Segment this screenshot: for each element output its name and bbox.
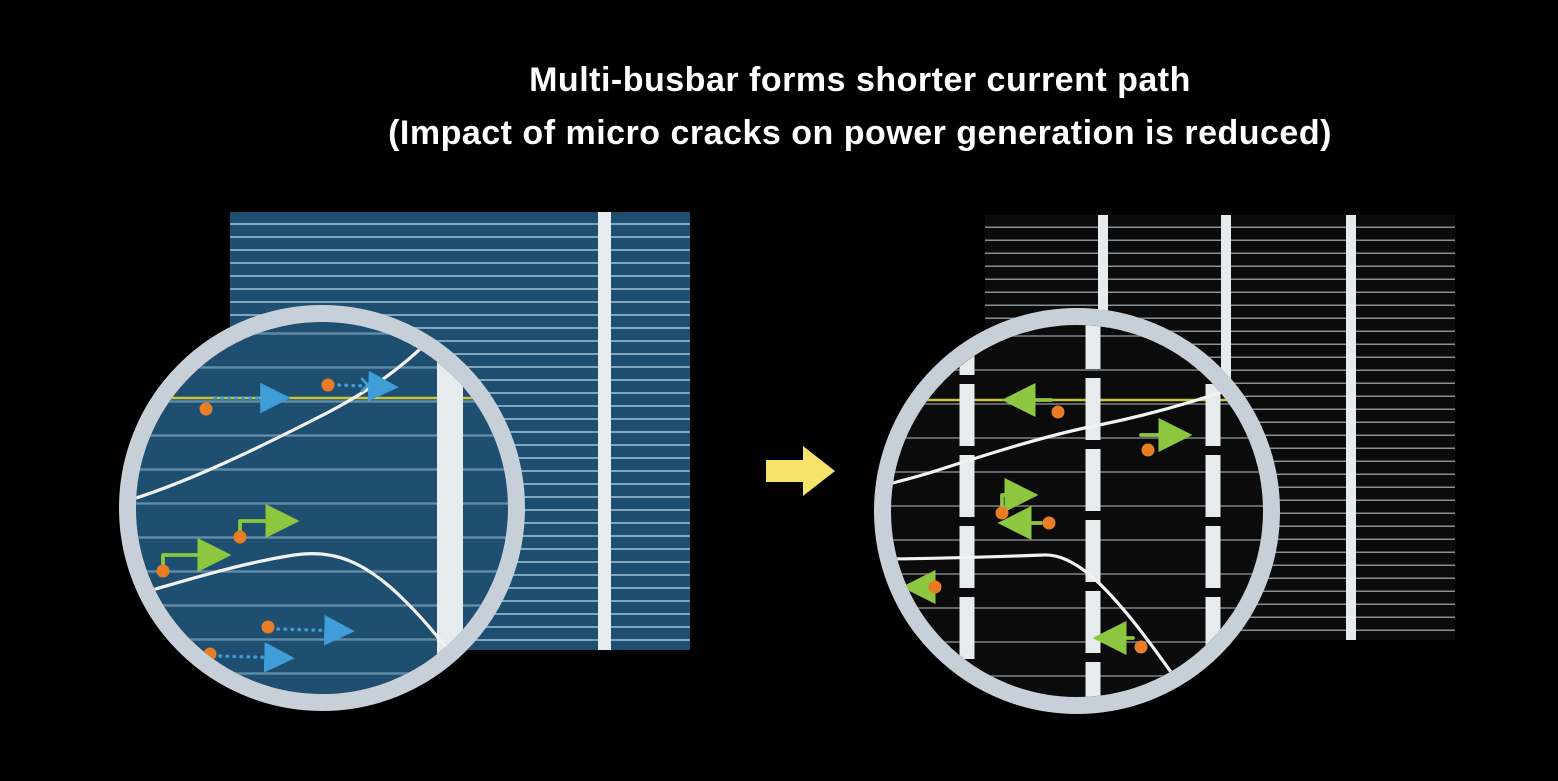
finger-lines	[136, 322, 508, 694]
arrow-right-icon	[766, 446, 835, 496]
micro-crack	[891, 553, 1175, 677]
blocked-current-path	[321, 370, 399, 402]
blocked-current-path	[261, 615, 355, 646]
busbar	[598, 212, 611, 650]
carrier-dot	[1134, 640, 1148, 654]
magnifier-ring-icon	[874, 308, 1280, 714]
micro-crack	[136, 551, 466, 674]
carrier-dot	[1141, 443, 1155, 457]
short-current-path	[156, 537, 232, 578]
micro-crack	[136, 322, 456, 506]
transition-arrow	[766, 446, 835, 496]
carrier-dot	[1051, 405, 1065, 419]
diagram-title: Multi-busbar forms shorter current path …	[120, 54, 1558, 160]
short-current-path	[1001, 382, 1065, 419]
busbar	[437, 322, 463, 694]
blocked-current-path	[199, 382, 291, 416]
short-current-path	[233, 503, 300, 544]
magnifier-right-content	[891, 325, 1263, 697]
carrier-dot	[199, 402, 213, 416]
carrier-dot	[156, 564, 170, 578]
carrier-dot	[995, 506, 1009, 520]
carrier-dot	[321, 378, 335, 392]
busbar	[1346, 215, 1356, 640]
short-current-path	[997, 505, 1056, 541]
magnifier-left	[119, 305, 525, 711]
magnifier-left-content	[136, 322, 508, 694]
magnifier-ring-icon	[119, 305, 525, 711]
short-current-path	[901, 569, 942, 605]
short-current-path	[1139, 417, 1193, 457]
carrier-dot	[1042, 516, 1056, 530]
magnifier-right	[874, 308, 1280, 714]
finger-lines	[891, 325, 1263, 697]
title-line-2: (Impact of micro cracks on power generat…	[388, 114, 1332, 152]
short-current-path	[1092, 620, 1148, 656]
micro-crack	[891, 383, 1245, 490]
title-line-1: Multi-busbar forms shorter current path	[529, 61, 1191, 99]
carrier-dot	[261, 620, 275, 634]
carrier-dot	[928, 580, 942, 594]
carrier-dot	[233, 530, 247, 544]
blocked-x-icon	[360, 377, 376, 393]
